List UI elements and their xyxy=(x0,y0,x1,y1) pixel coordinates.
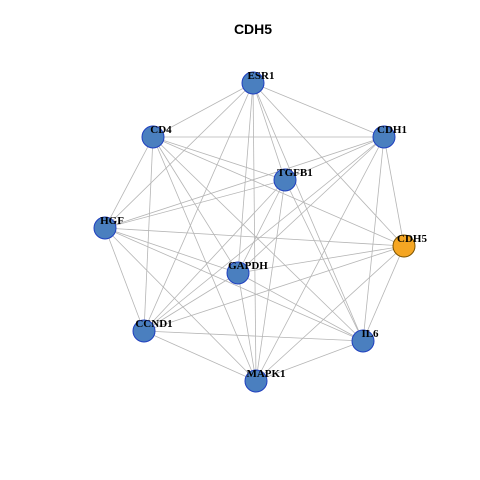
node-circle-il6 xyxy=(351,329,375,353)
node-circle-cdh5 xyxy=(392,234,416,258)
node-circle-ccnd1 xyxy=(132,319,156,343)
edge-tgfb1-hgf xyxy=(104,179,286,229)
edge-il6-mapk1 xyxy=(255,340,364,382)
node-cdh1: CDH1 xyxy=(372,124,407,149)
edge-cd4-gapdh xyxy=(152,136,239,274)
node-il6: IL6 xyxy=(351,328,379,353)
edge-tgfb1-ccnd1 xyxy=(143,179,286,332)
edge-esr1-ccnd1 xyxy=(143,82,254,332)
edge-cd4-cdh5 xyxy=(152,136,405,247)
node-label-ccnd1: CCND1 xyxy=(135,318,172,330)
node-circle-mapk1 xyxy=(244,369,268,393)
edge-ccnd1-mapk1 xyxy=(143,330,257,382)
edge-cd4-hgf xyxy=(104,136,154,229)
edge-esr1-cdh5 xyxy=(252,82,405,247)
edge-esr1-mapk1 xyxy=(252,82,257,382)
node-label-mapk1: MAPK1 xyxy=(246,368,285,380)
edge-esr1-gapdh xyxy=(237,82,254,274)
node-ccnd1: CCND1 xyxy=(132,318,173,343)
node-label-tgfb1: TGFB1 xyxy=(277,167,312,179)
edge-cd4-tgfb1 xyxy=(152,136,286,181)
node-circle-esr1 xyxy=(241,71,265,95)
edge-ccnd1-il6 xyxy=(143,330,364,342)
node-cd4: CD4 xyxy=(141,124,172,149)
edge-gapdh-mapk1 xyxy=(237,272,257,382)
edge-cdh1-mapk1 xyxy=(255,136,385,382)
node-circle-hgf xyxy=(93,216,117,240)
edge-esr1-tgfb1 xyxy=(252,82,286,181)
edge-cdh1-gapdh xyxy=(237,136,385,274)
graph-title: CDH5 xyxy=(233,21,273,37)
node-circle-gapdh xyxy=(226,261,250,285)
node-label-cdh5: CDH5 xyxy=(397,233,427,245)
node-circle-cdh1 xyxy=(372,125,396,149)
edge-cdh1-il6 xyxy=(362,136,385,342)
edge-tgfb1-il6 xyxy=(284,179,364,342)
node-circle-tgfb1 xyxy=(273,168,297,192)
edge-cdh5-ccnd1 xyxy=(143,245,405,332)
edge-esr1-hgf xyxy=(104,82,254,229)
edge-hgf-ccnd1 xyxy=(104,227,145,332)
node-label-gapdh: GAPDH xyxy=(228,260,268,272)
edge-cdh5-gapdh xyxy=(237,245,405,274)
edge-cdh1-tgfb1 xyxy=(284,136,385,181)
node-label-il6: IL6 xyxy=(361,328,379,340)
edge-gapdh-il6 xyxy=(237,272,364,342)
edge-cdh1-ccnd1 xyxy=(143,136,385,332)
edge-gapdh-ccnd1 xyxy=(143,272,239,332)
edge-cd4-mapk1 xyxy=(152,136,257,382)
edge-esr1-il6 xyxy=(252,82,364,342)
edge-tgfb1-mapk1 xyxy=(255,179,286,382)
node-tgfb1: TGFB1 xyxy=(273,167,313,192)
edge-layer xyxy=(104,82,405,382)
node-label-cdh1: CDH1 xyxy=(377,124,407,136)
edge-esr1-cdh1 xyxy=(252,82,385,138)
node-hgf: HGF xyxy=(93,215,124,240)
edge-hgf-gapdh xyxy=(104,227,239,274)
edge-cd4-ccnd1 xyxy=(143,136,154,332)
node-mapk1: MAPK1 xyxy=(244,368,286,393)
node-label-esr1: ESR1 xyxy=(248,70,275,82)
edge-hgf-cdh5 xyxy=(104,227,405,247)
node-label-hgf: HGF xyxy=(100,215,124,227)
edge-cdh1-hgf xyxy=(104,136,385,229)
edge-tgfb1-gapdh xyxy=(237,179,286,274)
edge-cdh5-mapk1 xyxy=(255,245,405,382)
node-esr1: ESR1 xyxy=(241,70,275,95)
node-cdh5: CDH5 xyxy=(392,233,427,258)
node-label-cd4: CD4 xyxy=(150,124,172,136)
edge-cdh1-cdh5 xyxy=(383,136,405,247)
edge-hgf-mapk1 xyxy=(104,227,257,382)
node-gapdh: GAPDH xyxy=(226,260,268,285)
edge-esr1-cd4 xyxy=(152,82,254,138)
node-circle-cd4 xyxy=(141,125,165,149)
edge-cdh5-il6 xyxy=(362,245,405,342)
